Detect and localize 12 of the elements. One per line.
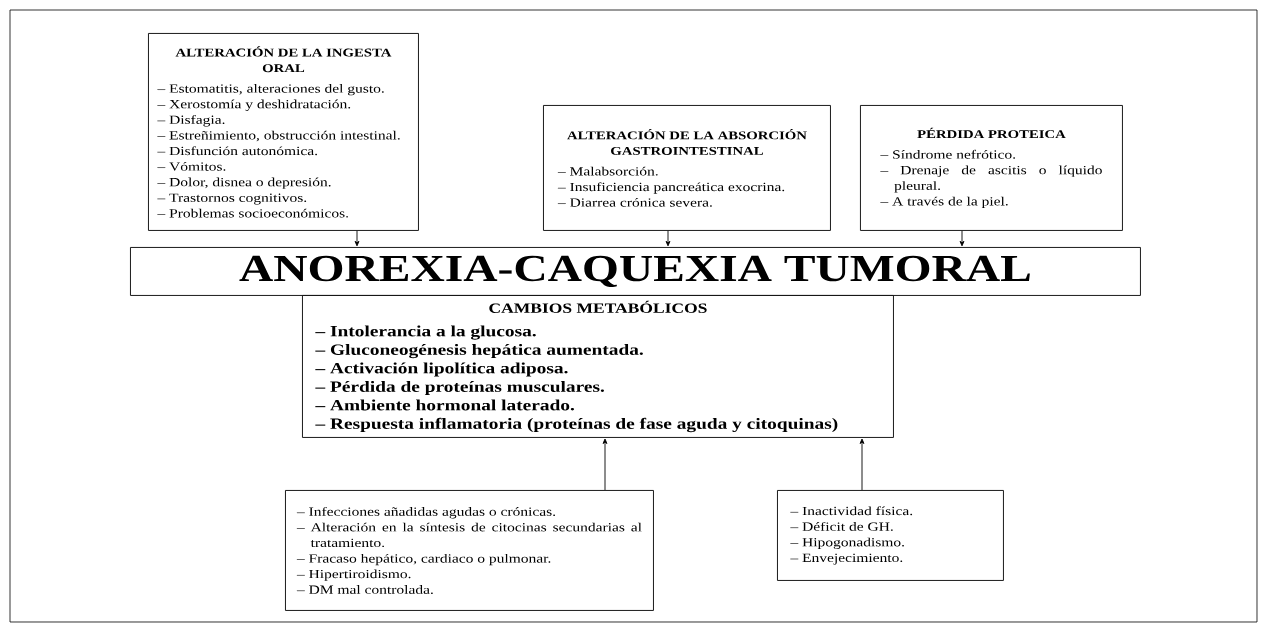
arrow [959, 230, 965, 247]
list-box: ALTERACIÓN DE LA INGESTA ORAL – Estomatitis, alteraciones del gusto. – Xerostomía y deshidratación. – Disfagia. – Estreñimiento, obstrucción intestinal. – Disfunción autonómica. – Vómitos. – Dolor, disnea o depresión. – Trastornos cognitivos. – Problemas socioeconómicos. [148, 33, 419, 231]
arrow [859, 438, 865, 491]
list-box: – Infecciones añadidas agudas o crónicas. – Alteración en la síntesis de citocinas secundarias al tratamiento. – Fracaso hepático, cardiaco o pulmonar. – Hipertiroidismo. – DM mal controlada. [285, 490, 654, 611]
arrow [602, 438, 608, 491]
list-box: ALTERACIÓN DE LA ABSORCIÓN GASTROINTESTINAL – Malabsorción. – Insuficiencia pancreática exocrina. – Diarrea crónica severa. [543, 105, 831, 231]
title-banner: ANOREXIA-CAQUEXIA TUMORAL [130, 247, 1141, 296]
arrow [665, 230, 671, 247]
list-box: – Inactividad física. – Déficit de GH. – Hipogonadismo. – Envejecimiento. [777, 490, 1004, 581]
list-box: CAMBIOS METABÓLICOS – Intolerancia a la glucosa. – Gluconeogénesis hepática aumentada. – Activación lipolítica adiposa. – Pérdida de proteínas musculares. – Ambiente hormonal laterado. – Respuesta inflamatoria (proteínas de fase aguda y citoquinas) [302, 295, 894, 438]
list-box: PÉRDIDA PROTEICA – Síndrome nefrótico. – Drenaje de ascitis o líquido pleural. – A través de la piel. [860, 105, 1123, 231]
arrow [354, 230, 360, 247]
